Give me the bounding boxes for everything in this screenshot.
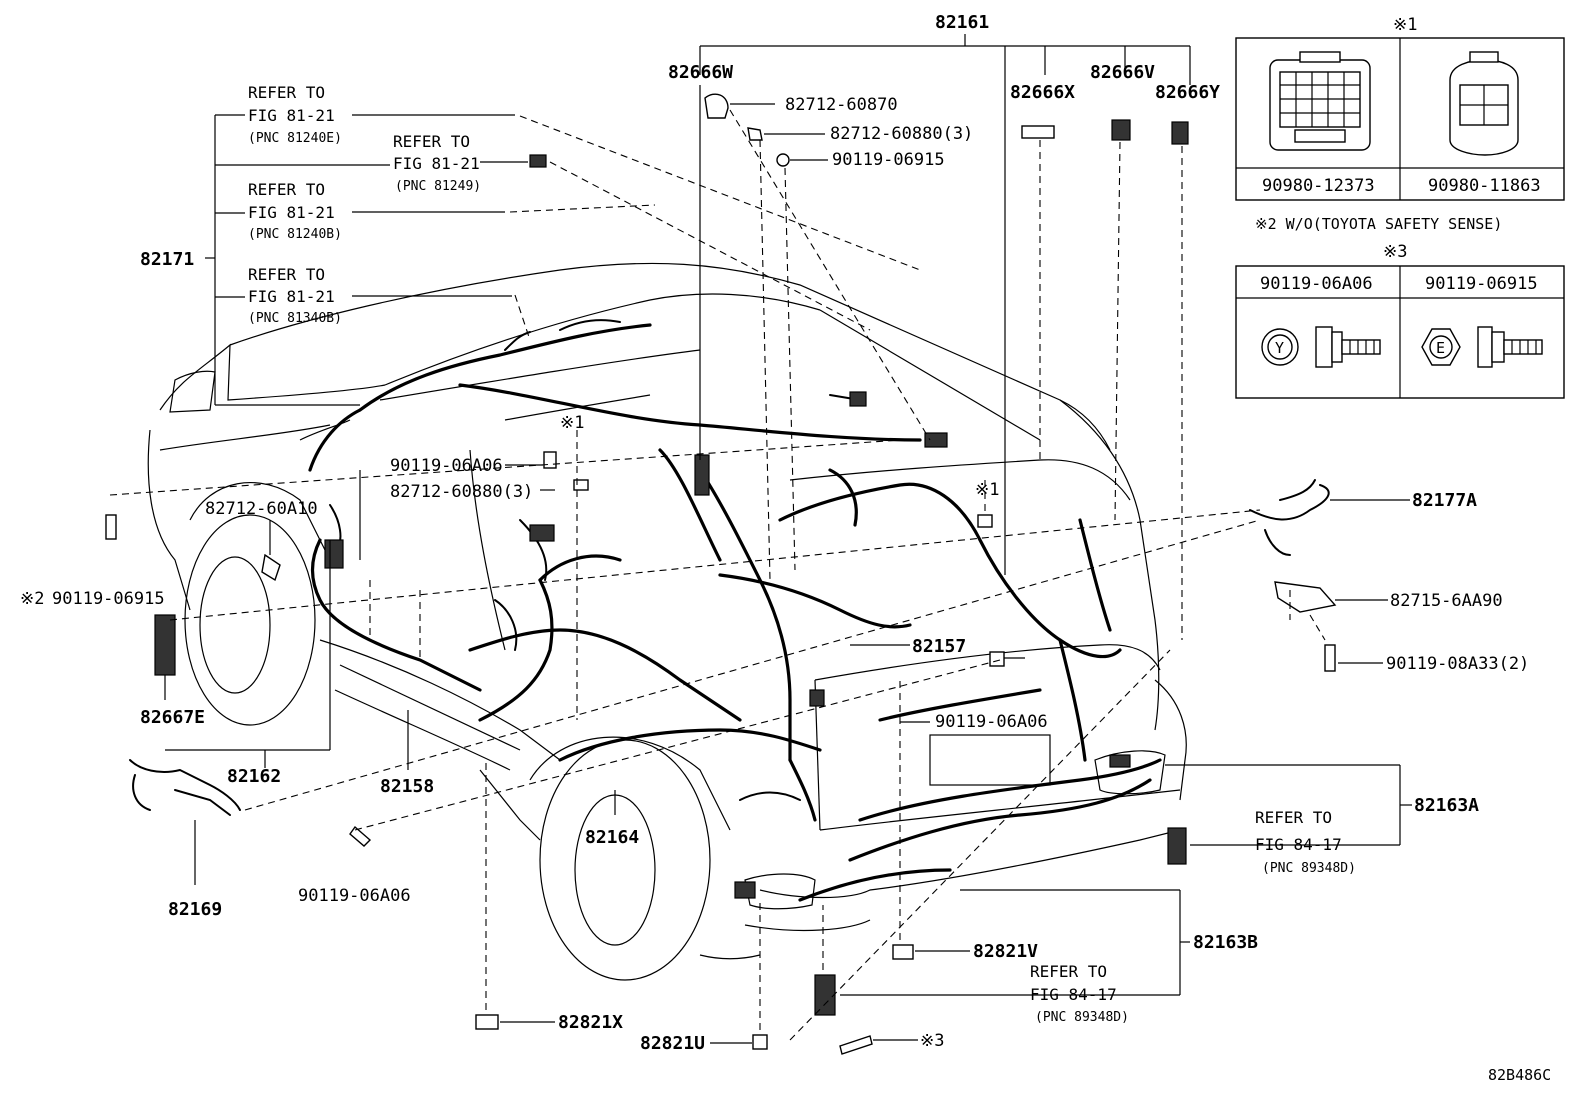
connector-table: ※1 90980-12373 90980-11863 — [1235, 15, 1565, 201]
mark2-prefix: ※2 — [20, 589, 44, 609]
label-82169: 82169 — [168, 899, 222, 920]
mark1-label-a: ※1 — [560, 413, 584, 433]
label-82163A: 82163A — [1414, 795, 1479, 816]
label-82666V: 82666V — [1090, 62, 1155, 83]
svg-text:(PNC 89348D): (PNC 89348D) — [1035, 1010, 1129, 1025]
svg-text:FIG 81-21: FIG 81-21 — [248, 287, 335, 306]
label-82712-60A10: 82712-60A10 — [205, 499, 318, 519]
note-2: ※2 W/O(TOYOTA SAFETY SENSE) — [1255, 215, 1502, 233]
label-82712-60880-top: 82712-60880(3) — [830, 124, 973, 144]
label-90119-08A33: 90119-08A33(2) — [1386, 654, 1529, 674]
mark3-bolt-label: ※3 — [920, 1031, 944, 1051]
parts — [105, 93, 1337, 1055]
refer-81240E: REFER TO FIG 81-21 (PNC 81240E) — [248, 83, 342, 146]
svg-text:FIG 84-17: FIG 84-17 — [1255, 835, 1342, 854]
bolt-part-1: 90119-06A06 — [1260, 274, 1373, 294]
mark1-label-b: ※1 — [975, 480, 999, 500]
label-82712-60880-mid: 82712-60880(3) — [390, 482, 533, 502]
refer-89348D-bottom: REFER TO FIG 84-17 (PNC 89348D) — [1030, 962, 1129, 1025]
svg-text:(PNC 81240B): (PNC 81240B) — [248, 227, 342, 242]
refer-81340B: REFER TO FIG 81-21 (PNC 81340B) — [248, 265, 342, 326]
label-90119-06A06-bottom: 90119-06A06 — [298, 886, 411, 906]
label-82821X: 82821X — [558, 1012, 623, 1033]
refer-81249: REFER TO FIG 81-21 (PNC 81249) — [393, 132, 481, 194]
wire-harness — [129, 319, 1330, 902]
refer-to-notes: REFER TO FIG 81-21 (PNC 81240E) REFER TO… — [248, 83, 1356, 1025]
svg-text:REFER TO: REFER TO — [1255, 808, 1332, 827]
solid-leaders — [164, 34, 1412, 1044]
svg-text:Y: Y — [1275, 339, 1284, 357]
svg-text:(PNC 81340B): (PNC 81340B) — [248, 311, 342, 326]
connector-part-1: 90980-12373 — [1262, 176, 1375, 196]
svg-text:FIG 81-21: FIG 81-21 — [393, 154, 480, 173]
label-82158: 82158 — [380, 776, 434, 797]
label-82821V: 82821V — [973, 941, 1038, 962]
svg-text:FIG 84-17: FIG 84-17 — [1030, 985, 1117, 1004]
label-82177A: 82177A — [1412, 490, 1477, 511]
dashed-leaders — [109, 109, 1326, 1041]
connector-table-mark: ※1 — [1393, 15, 1417, 35]
svg-text:(PNC 81240E): (PNC 81240E) — [248, 131, 342, 146]
svg-text:REFER TO: REFER TO — [248, 265, 325, 284]
label-90119-06A06-mid: 90119-06A06 — [390, 456, 503, 476]
bolt-part-2: 90119-06915 — [1425, 274, 1538, 294]
label-90119-06915-top: 90119-06915 — [832, 150, 945, 170]
svg-text:E: E — [1436, 339, 1445, 357]
label-82162: 82162 — [227, 766, 281, 787]
label-82667E: 82667E — [140, 707, 205, 728]
svg-text:REFER TO: REFER TO — [1030, 962, 1107, 981]
svg-text:FIG 81-21: FIG 81-21 — [248, 203, 335, 222]
part-labels: 82161 82666W 82666X 82666V 82666Y 82712-… — [20, 12, 1551, 1084]
label-82666Y: 82666Y — [1155, 82, 1220, 103]
svg-text:FIG 81-21: FIG 81-21 — [248, 106, 335, 125]
svg-text:(PNC 81249): (PNC 81249) — [395, 179, 481, 194]
label-90119-06A06-right: 90119-06A06 — [935, 712, 1048, 732]
label-82666X: 82666X — [1010, 82, 1075, 103]
refer-81240B: REFER TO FIG 81-21 (PNC 81240B) — [248, 180, 342, 242]
connector-part-2: 90980-11863 — [1428, 176, 1541, 196]
bolt-table: ※3 90119-06A06 90119-06915 Y E — [1235, 242, 1565, 399]
vehicle-body-outline — [147, 262, 1187, 981]
bolt-y-icon: Y — [1261, 326, 1381, 368]
svg-text:REFER TO: REFER TO — [248, 180, 325, 199]
label-82163B: 82163B — [1193, 932, 1258, 953]
bolt-e-icon: E — [1421, 326, 1543, 368]
label-82161: 82161 — [935, 12, 989, 33]
label-82715-6AA90: 82715-6AA90 — [1390, 591, 1503, 611]
label-82666W: 82666W — [668, 62, 733, 83]
refer-89348D-right: REFER TO FIG 84-17 (PNC 89348D) — [1255, 808, 1356, 876]
label-82171: 82171 — [140, 249, 194, 270]
svg-text:REFER TO: REFER TO — [393, 132, 470, 151]
label-82712-60870: 82712-60870 — [785, 95, 898, 115]
bolt-table-mark: ※3 — [1383, 242, 1407, 262]
label-82157: 82157 — [912, 636, 966, 657]
connector-90980-11863-icon — [1449, 51, 1519, 156]
label-90119-06915-left: 90119-06915 — [52, 589, 165, 609]
diagram-code: 82B486C — [1488, 1066, 1551, 1084]
label-82164: 82164 — [585, 827, 639, 848]
label-82821U: 82821U — [640, 1033, 705, 1054]
svg-text:REFER TO: REFER TO — [248, 83, 325, 102]
connector-90980-12373-icon — [1269, 51, 1371, 151]
svg-text:(PNC 89348D): (PNC 89348D) — [1262, 861, 1356, 876]
